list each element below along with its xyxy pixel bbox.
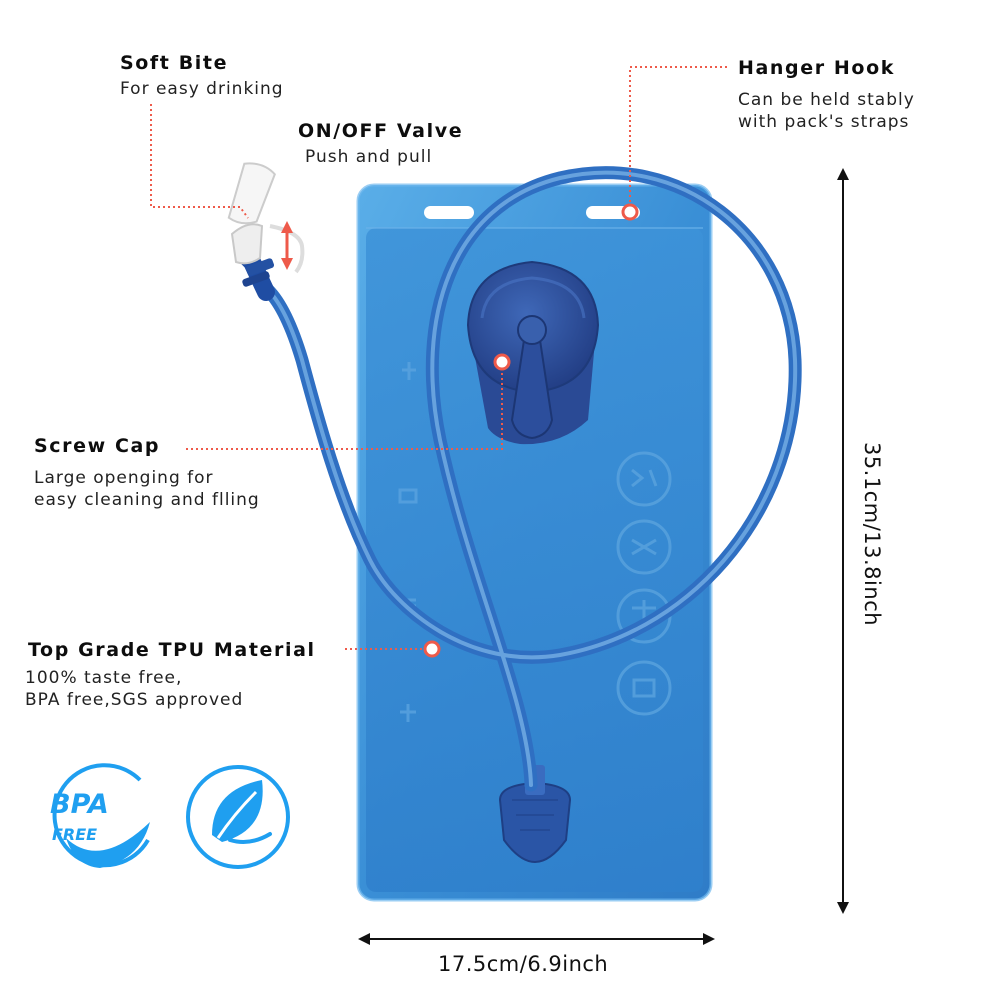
screw-cap [466, 260, 600, 445]
screw-cap-desc-line2: easy cleaning and flling [34, 490, 260, 510]
bladder-body [356, 183, 713, 902]
screw-cap-title: Screw Cap [34, 435, 161, 457]
drinking-tube [261, 166, 802, 792]
material-desc-line2: BPA free,SGS approved [25, 690, 244, 710]
valve-desc: Push and pull [305, 147, 433, 167]
hanger-hook-desc-line1: Can be held stably [738, 90, 915, 110]
soft-bite-title: Soft Bite [120, 52, 229, 74]
bpa-free-badge: BPA FREE [50, 763, 150, 868]
leaf-icon [186, 765, 290, 869]
hanger-hook-desc-line2: with pack's straps [738, 112, 910, 132]
bpa-text: BPA [50, 789, 109, 820]
width-dimension-arrow [358, 933, 715, 945]
push-pull-arrow [281, 221, 293, 270]
embossed-symbols [398, 362, 672, 722]
callout-lines [150, 66, 727, 650]
height-dimension-arrow [837, 168, 849, 914]
screw-cap-desc-line1: Large openging for [34, 468, 214, 488]
soft-bite-desc: For easy drinking [120, 79, 284, 99]
height-dimension-label: 35.1cm/13.8inch [860, 441, 884, 627]
material-title: Top Grade TPU Material [28, 639, 316, 661]
callout-dots [423, 203, 639, 658]
width-dimension-label: 17.5cm/6.9inch [438, 952, 609, 976]
free-text: FREE [52, 825, 97, 844]
material-desc-line1: 100% taste free, [25, 668, 183, 688]
hanger-hook-title: Hanger Hook [738, 57, 895, 79]
soft-bite-valve [227, 162, 305, 274]
valve-title: ON/OFF Valve [298, 120, 464, 142]
